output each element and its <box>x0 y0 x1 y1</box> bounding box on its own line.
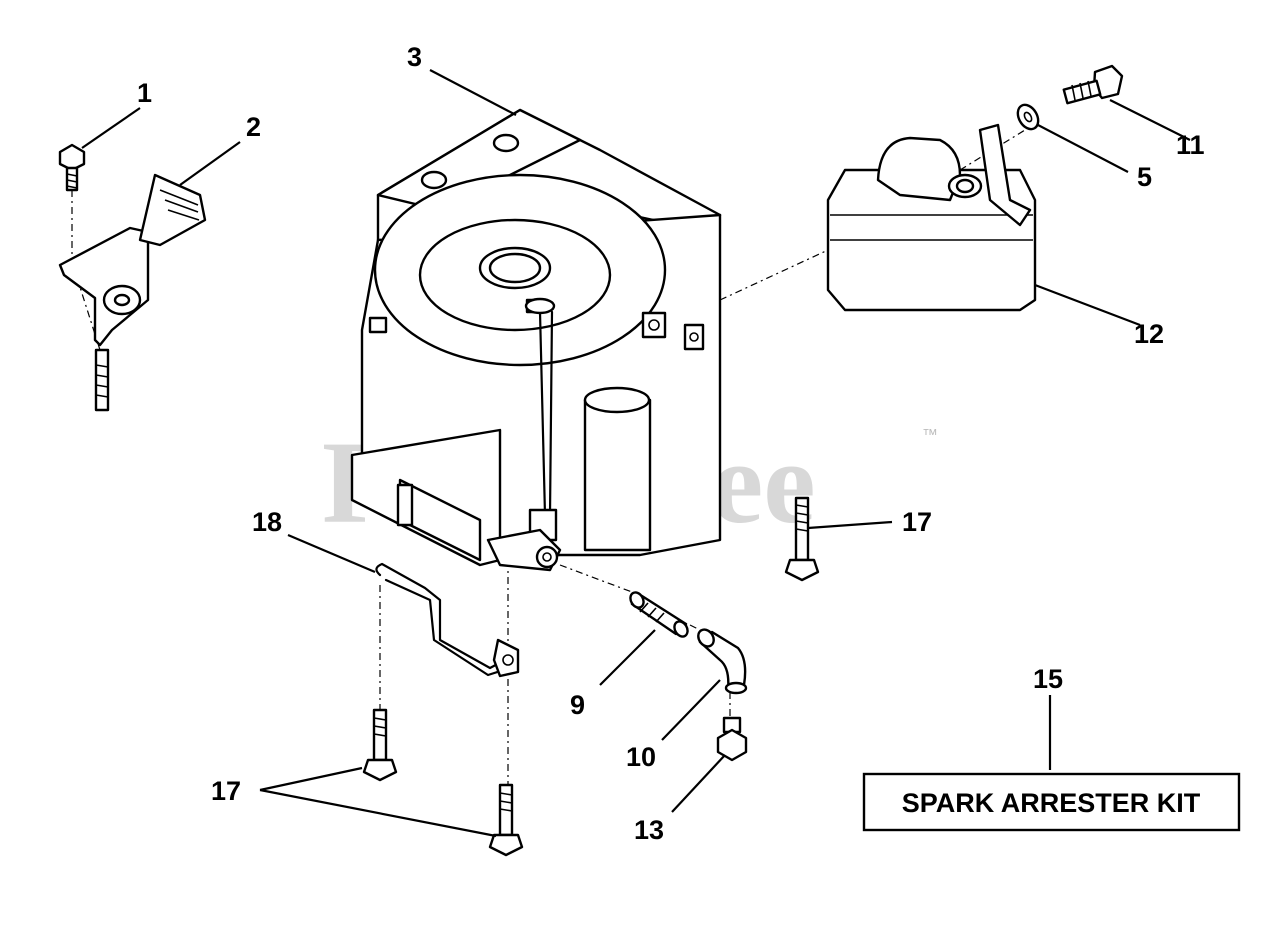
callout-5: 5 <box>1137 162 1152 192</box>
callout-15: 15 <box>1033 664 1063 694</box>
muffler-part-12 <box>826 123 1037 312</box>
watermark-trademark: ™ <box>922 427 938 444</box>
leader-lines <box>81 69 1191 838</box>
pipe-nipple-part-9 <box>629 591 689 638</box>
spark-arrester-kit-label: SPARK ARRESTER KIT <box>902 788 1201 818</box>
callout-11: 11 <box>1176 130 1205 160</box>
callout-17-left: 17 <box>211 776 241 806</box>
callout-1: 1 <box>137 78 152 108</box>
control-rod-part-18 <box>375 562 520 678</box>
callout-9: 9 <box>570 690 585 720</box>
bolt-part-11 <box>1062 64 1124 105</box>
plug-part-13 <box>716 716 748 762</box>
callout-12: 12 <box>1134 319 1164 349</box>
washer-part-5 <box>1016 103 1040 131</box>
callout-17-right: 17 <box>902 507 932 537</box>
callout-2: 2 <box>246 112 261 142</box>
callout-3: 3 <box>407 42 422 72</box>
bolt-part-17-left-a <box>362 708 398 782</box>
bolt-part-17-right <box>784 496 820 582</box>
bolt-part-17-left-b <box>488 783 524 857</box>
elbow-part-10 <box>697 628 748 695</box>
screw-part-1 <box>58 143 86 192</box>
throttle-control-part-2 <box>58 173 207 412</box>
callout-18: 18 <box>252 507 282 537</box>
spark-arrester-kit-box: SPARK ARRESTER KIT <box>862 772 1241 832</box>
engine-part-3 <box>350 108 722 572</box>
callout-13: 13 <box>634 815 664 845</box>
callout-10: 10 <box>626 742 656 772</box>
